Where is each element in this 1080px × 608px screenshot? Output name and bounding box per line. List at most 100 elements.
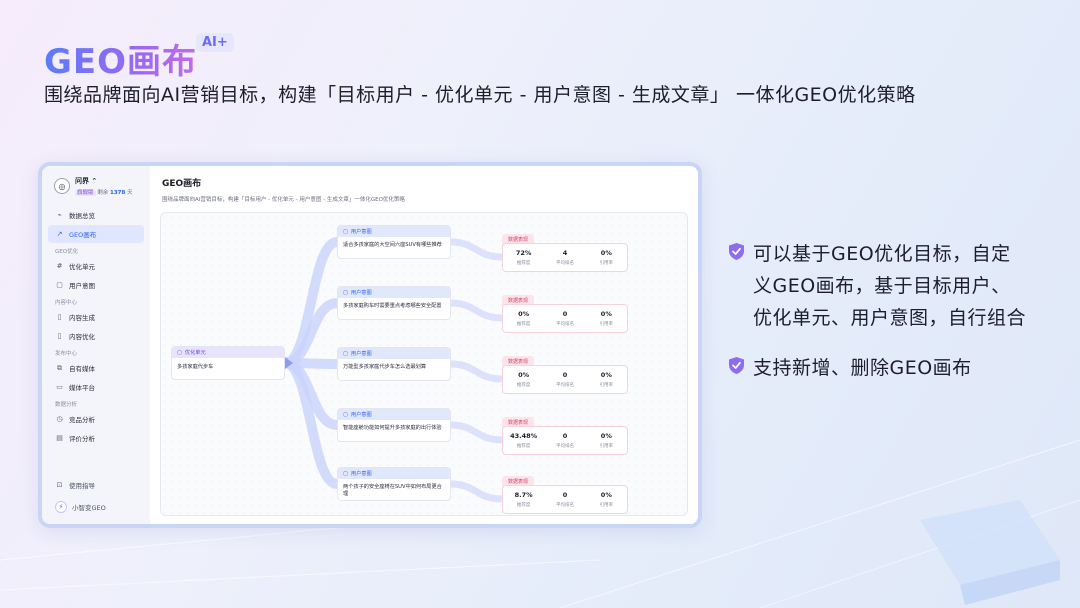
user-intent-node[interactable]: ▢用户意图多孩家庭购车时需要重点考虑哪些安全配置 — [337, 286, 451, 320]
org-switcher[interactable]: ◎ 问界 ⌃ 旗舰版 剩余 1378 天 — [54, 176, 144, 196]
metric-label: 引用率 — [599, 383, 614, 388]
intent-text: 两个孩子的安全座椅在SUV中如何布局更合理 — [343, 484, 442, 498]
metric-rec: 0%推荐度 — [503, 310, 544, 327]
trend-icon: ↗ — [56, 230, 63, 238]
intent-node-head: ▢用户意图 — [338, 287, 450, 298]
app-screenshot-frame: ◎ 问界 ⌃ 旗舰版 剩余 1378 天 ⌁数据总览 ↗ GEO画布 GEO优化 #优化… — [38, 162, 702, 528]
sidebar-item-1[interactable]: ↗ GEO画布 — [48, 225, 144, 243]
sidebar-item-0-0[interactable]: #优化单元 — [48, 257, 144, 275]
user-intent-node[interactable]: ▢用户意图适合多孩家庭的大空间六座SUV有哪些推荐 — [337, 225, 451, 259]
sidebar-item-0-1[interactable]: ▢ 用户意图 — [48, 276, 144, 294]
feature-list: 可以基于GEO优化目标，自定义GEO画布，基于目标用户、优化单元、用户意图，自行… — [728, 238, 1028, 402]
metric-value: 0% — [600, 249, 612, 257]
metrics-tag: 数据表现 — [502, 476, 535, 487]
sidebar-item-1-1[interactable]: ▯内容优化 — [48, 327, 144, 345]
doc-edit-icon: ▯ — [57, 332, 62, 340]
sidebar-item-1-0[interactable]: ▯内容生成 — [48, 308, 144, 326]
sidebar-item-0[interactable]: ⌁数据总览 — [48, 206, 144, 224]
nav-group-title: 发布中心 — [55, 351, 78, 357]
sidebar-item-label: 自有媒体 — [69, 365, 95, 373]
comment-icon: ▢ — [56, 281, 63, 289]
sidebar-item-label: 优化单元 — [69, 263, 95, 271]
metric-label: 引用率 — [599, 503, 614, 508]
feature-text: 可以基于GEO优化目标，自定义GEO画布，基于目标用户、优化单元、用户意图，自行… — [753, 243, 1027, 329]
metric-cite: 0%引用率 — [586, 310, 627, 327]
connector-arrow — [285, 357, 293, 369]
sidebar: ◎ 问界 ⌃ 旗舰版 剩余 1378 天 ⌁数据总览 ↗ GEO画布 GEO优化 #优化… — [42, 166, 150, 524]
metric-label: 引用率 — [599, 444, 614, 449]
metrics-box: 0%推荐度 0 平均排名 0%引用率 — [502, 304, 628, 333]
metric-rec: 0%推荐度 — [503, 371, 544, 388]
metrics-tag: 数据表现 — [502, 295, 535, 306]
sidebar-item-3-0[interactable]: ◷竞品分析 — [48, 410, 144, 428]
org-meta: 旗舰版 剩余 1378 天 — [75, 188, 133, 196]
intent-text: 适合多孩家庭的大空间六座SUV有哪些推荐 — [343, 242, 442, 248]
assistant-link[interactable]: ⚡ 小智变GEO — [48, 498, 144, 516]
user-intent-node[interactable]: ▢用户意图万能型多孩家庭代步车怎么选最划算 — [337, 347, 451, 381]
sidebar-item-2-1[interactable]: ▭ 媒体平台 — [48, 378, 144, 396]
metric-cite: 0% 引用率 — [586, 371, 627, 388]
feature-item: 可以基于GEO优化目标，自定义GEO画布，基于目标用户、优化单元、用户意图，自行… — [728, 238, 1028, 334]
intent-head-label: 用户意图 — [350, 351, 372, 357]
sidebar-item-3-1[interactable]: ▤评价分析 — [48, 429, 144, 447]
metric-value: 0% — [600, 371, 612, 379]
metric-label: 推荐度 — [516, 322, 531, 327]
optimization-unit-node[interactable]: ▢ 优化单元 多孩家庭代步车 — [171, 346, 285, 380]
metric-label: 平均排名 — [555, 322, 574, 327]
nav-group-title: GEO优化 — [55, 249, 79, 255]
metrics-tag: 数据表现 — [502, 234, 535, 245]
sidebar-item-label: 用户意图 — [69, 282, 95, 290]
page-description: 围绕品牌面向AI营销目标，构建「目标用户 - 优化单元 - 用户意图 - 生成文… — [162, 197, 405, 203]
geo-canvas[interactable]: ▢ 优化单元 多孩家庭代步车 ▢用户意图适合多孩家庭的大空间六座SUV有哪些推荐… — [160, 212, 688, 516]
user-intent-node[interactable]: ▢用户意图两个孩子的安全座椅在SUV中如何布局更合理 — [337, 467, 451, 501]
chat-icon: ▢ — [343, 228, 348, 235]
unit-to-intent-connector — [283, 358, 339, 489]
metrics-tag: 数据表现 — [502, 356, 535, 367]
nav-group-title: 内容中心 — [55, 300, 78, 306]
nav-group-title: 数据分析 — [55, 402, 78, 408]
user-intent-node[interactable]: ▢用户意图智能座舱功能如何提升多孩家庭的出行体验 — [337, 408, 451, 442]
assistant-label: 小智变GEO — [72, 504, 106, 512]
sidebar-item-label: 内容生成 — [69, 314, 95, 322]
sidebar-item-label: 数据总览 — [69, 212, 95, 220]
feature-text: 支持新增、删除GEO画布 — [753, 357, 972, 379]
metric-value: 0 — [562, 310, 568, 318]
intent-text: 智能座舱功能如何提升多孩家庭的出行体验 — [343, 425, 442, 431]
metric-label: 推荐度 — [516, 503, 531, 508]
intent-node-head: ▢用户意图 — [338, 409, 450, 420]
metric-label: 平均排名 — [555, 261, 574, 266]
book-icon: ▭ — [56, 383, 63, 391]
metric-label: 引用率 — [599, 322, 614, 327]
metric-value: 8.7% — [514, 491, 533, 499]
remaining-days: 1378 — [110, 190, 126, 196]
sidebar-item-2-0[interactable]: ⧉自有媒体 — [48, 359, 144, 377]
metric-cite: 0%引用率 — [586, 249, 627, 266]
flow-connectors — [283, 237, 503, 503]
plan-badge: 旗舰版 — [75, 190, 96, 196]
metric-rec: 8.7% 推荐度 — [503, 491, 544, 508]
metric-value: 43.48% — [510, 432, 538, 440]
metric-value: 0% — [600, 491, 612, 499]
org-name: 问界 ⌃ — [75, 177, 98, 185]
sidebar-item-label: 媒体平台 — [69, 384, 95, 392]
intent-text: 万能型多孩家庭代步车怎么选最划算 — [343, 364, 427, 370]
metric-value: 0% — [600, 432, 612, 440]
sidebar-item-label: GEO画布 — [69, 231, 97, 239]
metric-rank: 0 平均排名 — [544, 310, 585, 327]
chat-icon: ▢ — [343, 470, 348, 477]
usage-guide-link[interactable]: ⊡ 使用指导 — [48, 476, 144, 494]
metric-rec: 43.48%推荐度 — [503, 432, 544, 449]
org-avatar: ◎ — [54, 178, 70, 194]
intent-node-head: ▢用户意图 — [338, 226, 450, 237]
metric-value: 0 — [562, 371, 568, 379]
metric-value: 4 — [562, 249, 568, 257]
metric-value: 0% — [518, 371, 530, 379]
days-unit: 天 — [127, 190, 133, 196]
usage-guide-label: 使用指导 — [69, 482, 95, 490]
clock-icon: ◷ — [56, 415, 63, 423]
